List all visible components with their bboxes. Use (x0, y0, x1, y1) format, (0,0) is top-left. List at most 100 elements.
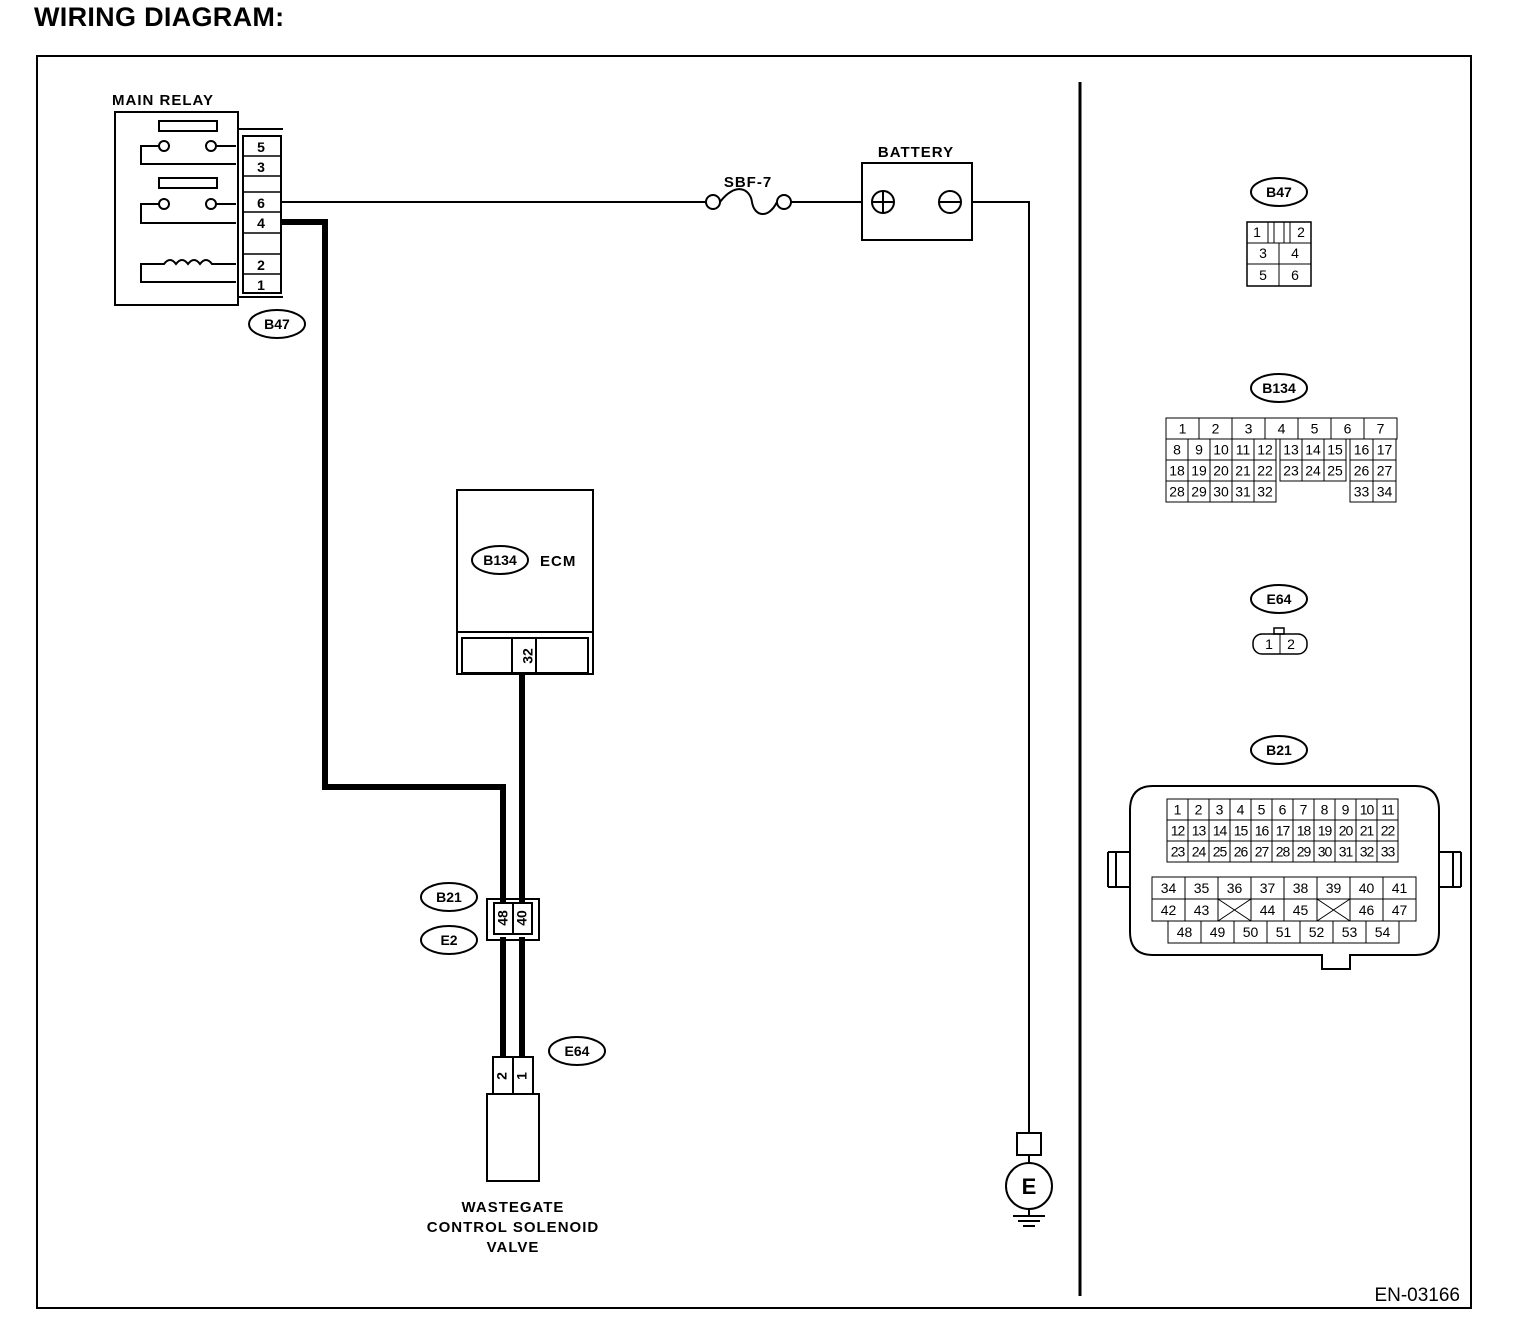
connector-pin: 41 (1392, 880, 1408, 896)
connector-tag-b47: B47 (248, 309, 306, 339)
connector-pin: 33 (1381, 844, 1396, 860)
joint-pin: 48 (495, 910, 511, 926)
connector-pin: 52 (1309, 924, 1325, 940)
connector-pin-cell (1372, 480, 1397, 503)
connector-pin: 9 (1342, 802, 1350, 818)
connector-pin: 4 (1237, 802, 1245, 818)
connector-pin: 4 (1278, 421, 1286, 437)
connector-pin: 18 (1297, 823, 1312, 839)
connector-view-b47: B47 1 2 3 4 5 6 (1246, 177, 1312, 287)
solenoid-label: CONTROL SOLENOID (427, 1219, 599, 1236)
connector-pin: 6 (1344, 421, 1352, 437)
relay-pin: 6 (257, 195, 265, 211)
connector-pin: 18 (1169, 463, 1185, 479)
connector-view-title: B21 (1266, 742, 1292, 758)
connector-pin: 43 (1194, 902, 1210, 918)
connector-pin: 36 (1227, 880, 1243, 896)
connector-pin: 7 (1377, 421, 1385, 437)
wires (281, 201, 1030, 1133)
connector-pin: 32 (1360, 844, 1375, 860)
connector-pin: 51 (1276, 924, 1292, 940)
connector-view-title: E64 (1267, 591, 1292, 607)
connector-pin: 1 (1174, 802, 1182, 818)
connector-pin: 6 (1291, 267, 1299, 283)
wastegate-solenoid: 2 1 E64 WASTEGATE CONTROL SOLENOID VALVE (427, 1036, 606, 1256)
connector-pin: 17 (1276, 823, 1291, 839)
connector-pin: 44 (1260, 902, 1276, 918)
battery: BATTERY (861, 144, 973, 241)
connector-pin-cell (1253, 480, 1277, 503)
connector-pin: 34 (1377, 484, 1393, 500)
ecm-pin: 32 (520, 648, 536, 664)
diagram-frame (36, 55, 1472, 1309)
solenoid-pin: 2 (494, 1072, 510, 1080)
joint-connector: 48 40 B21 E2 (420, 882, 540, 955)
connector-pin: 19 (1318, 823, 1333, 839)
connector-pin: 38 (1293, 880, 1309, 896)
fuse-sbf-7: SBF-7 (705, 174, 792, 215)
connector-pin: 50 (1243, 924, 1259, 940)
reference-code: EN-03166 (1374, 1285, 1460, 1306)
connector-pin: 25 (1213, 844, 1228, 860)
connector-pin-cell (1365, 920, 1400, 944)
b21-housing (1129, 785, 1440, 970)
connector-pin: 33 (1354, 484, 1370, 500)
connector-pin: 35 (1194, 880, 1210, 896)
connector-pin-cell (1323, 459, 1347, 482)
connector-pin: 12 (1257, 442, 1273, 458)
joint-pin: 40 (514, 910, 530, 926)
connector-pin: 37 (1260, 880, 1276, 896)
connector-pin: 2 (1212, 421, 1220, 437)
relay-pin: 5 (257, 139, 265, 155)
connector-pin: 17 (1377, 442, 1393, 458)
connector-pin: 19 (1191, 463, 1207, 479)
svg-text:B47: B47 (264, 316, 290, 332)
connector-pin: 34 (1161, 880, 1177, 896)
connector-pin: 21 (1360, 823, 1375, 839)
connector-pin: 10 (1360, 802, 1375, 818)
relay-pin: 2 (257, 257, 265, 273)
connector-pin: 32 (1257, 484, 1273, 500)
connector-pin: 5 (1259, 267, 1267, 283)
connector-pin: 2 (1287, 636, 1295, 652)
connector-pin: 49 (1210, 924, 1226, 940)
page-title: WIRING DIAGRAM: (34, 2, 285, 32)
connector-pin: 1 (1265, 636, 1273, 652)
connector-pin: 12 (1171, 823, 1186, 839)
relay-pin-block: 5 3 6 4 2 1 (238, 128, 283, 298)
connector-pin: 24 (1192, 844, 1207, 860)
connector-pin: 26 (1354, 463, 1370, 479)
connector-pin: 3 (1216, 802, 1224, 818)
connector-pin: 1 (1179, 421, 1187, 437)
connector-pin: 2 (1297, 224, 1305, 240)
connector-pin: 11 (1236, 442, 1251, 458)
connector-pin: 31 (1339, 844, 1354, 860)
connector-pin: 28 (1276, 844, 1291, 860)
fuse-label: SBF-7 (724, 174, 772, 191)
connector-pin: 27 (1255, 844, 1270, 860)
connector-pin: 16 (1354, 442, 1370, 458)
blank-pin-mark (1316, 898, 1351, 922)
svg-text:B134: B134 (483, 552, 517, 568)
main-relay: MAIN RELAY 5 3 6 4 (112, 92, 306, 339)
connector-pin: 14 (1213, 823, 1228, 839)
ecm-label: ECM (540, 553, 576, 570)
connector-pin: 9 (1195, 442, 1203, 458)
connector-pin: 7 (1300, 802, 1308, 818)
ground-label: E (1022, 1174, 1037, 1199)
connector-pin: 13 (1283, 442, 1299, 458)
connector-pin: 13 (1192, 823, 1207, 839)
connector-pin: 5 (1311, 421, 1319, 437)
svg-text:E64: E64 (565, 1043, 590, 1059)
connector-pin: 29 (1191, 484, 1207, 500)
connector-view-e64: E64 1 2 (1250, 584, 1308, 655)
connector-pin: 5 (1258, 802, 1266, 818)
connector-tag-b21: B21 (420, 882, 478, 912)
battery-label: BATTERY (878, 144, 954, 161)
connector-pin: 28 (1169, 484, 1185, 500)
relay-pin: 1 (257, 277, 265, 293)
svg-text:E2: E2 (440, 932, 457, 948)
